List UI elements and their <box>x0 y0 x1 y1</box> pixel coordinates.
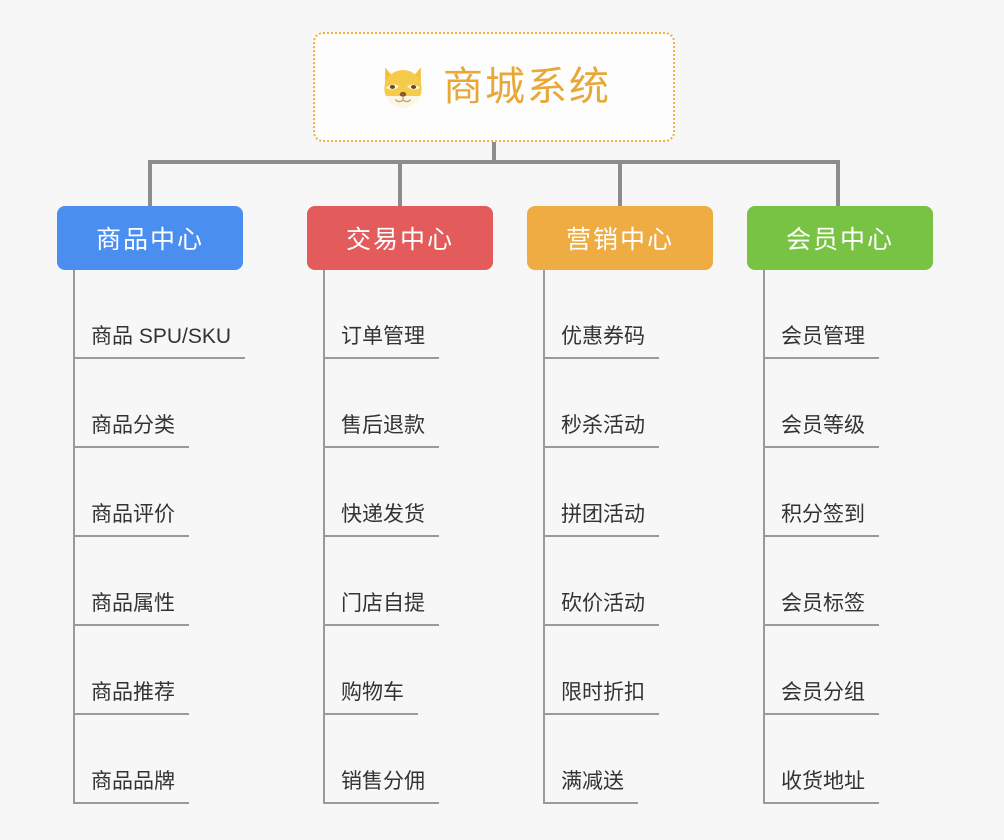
leaf-label: 优惠券码 <box>543 324 659 359</box>
connector-root-stem <box>492 142 496 164</box>
dog-face-icon <box>377 61 429 113</box>
branch-header-label-2: 交易中心 <box>345 226 454 254</box>
leaf-item[interactable]: 商品 SPU/SKU <box>73 270 246 359</box>
leaf-item[interactable]: 门店自提 <box>323 537 493 626</box>
branch-header-1[interactable]: 商品中心 <box>57 206 243 270</box>
leaf-label: 快递发货 <box>323 502 439 537</box>
leaf-item[interactable]: 售后退款 <box>323 359 493 448</box>
leaf-item[interactable]: 销售分佣 <box>323 715 493 804</box>
leaf-label: 销售分佣 <box>323 769 439 804</box>
branch-header-label-1: 商品中心 <box>95 226 204 254</box>
leaf-item[interactable]: 商品评价 <box>73 448 243 537</box>
leaf-label: 拼团活动 <box>543 502 659 537</box>
leaf-label: 收货地址 <box>763 769 879 804</box>
connector-drop-3 <box>618 160 622 208</box>
leaf-item[interactable]: 会员分组 <box>763 626 933 715</box>
leaf-item[interactable]: 商品品牌 <box>73 715 243 804</box>
connector-drop-4 <box>836 160 840 208</box>
leaf-label: 商品品牌 <box>73 769 189 804</box>
leaf-label: 订单管理 <box>323 324 439 359</box>
leaf-item[interactable]: 商品推荐 <box>73 626 243 715</box>
branch-column-4: 会员中心 会员管理 会员等级 积分签到 会员标签 会员分组 收货地址 <box>747 206 933 804</box>
leaf-item[interactable]: 收货地址 <box>763 715 933 804</box>
leaf-item[interactable]: 秒杀活动 <box>543 359 713 448</box>
leaf-list-3: 优惠券码 秒杀活动 拼团活动 砍价活动 限时折扣 满减送 <box>543 270 713 804</box>
leaf-item[interactable]: 满减送 <box>543 715 713 804</box>
leaf-label: 门店自提 <box>323 591 439 626</box>
connector-drop-1 <box>148 160 152 208</box>
leaf-spine-3 <box>543 270 545 804</box>
leaf-label: 会员等级 <box>763 413 879 448</box>
leaf-spine-2 <box>323 270 325 804</box>
leaf-spine-4 <box>763 270 765 804</box>
branch-column-2: 交易中心 订单管理 售后退款 快递发货 门店自提 购物车 销售分佣 <box>307 206 493 804</box>
leaf-item[interactable]: 订单管理 <box>323 270 493 359</box>
leaf-label: 积分签到 <box>763 502 879 537</box>
leaf-label: 会员分组 <box>763 680 879 715</box>
leaf-list-2: 订单管理 售后退款 快递发货 门店自提 购物车 销售分佣 <box>323 270 493 804</box>
root-title: 商城系统 <box>443 65 611 109</box>
root-node[interactable]: 商城系统 <box>313 32 675 142</box>
leaf-item[interactable]: 优惠券码 <box>543 270 713 359</box>
leaf-label: 商品评价 <box>73 502 189 537</box>
leaf-label: 售后退款 <box>323 413 439 448</box>
leaf-item[interactable]: 商品分类 <box>73 359 243 448</box>
leaf-label: 商品分类 <box>73 413 189 448</box>
branch-header-3[interactable]: 营销中心 <box>527 206 713 270</box>
leaf-label: 砍价活动 <box>543 591 659 626</box>
branch-column-1: 商品中心 商品 SPU/SKU 商品分类 商品评价 商品属性 商品推荐 商品品牌 <box>57 206 246 804</box>
leaf-label: 限时折扣 <box>543 680 659 715</box>
leaf-item[interactable]: 商品属性 <box>73 537 243 626</box>
leaf-label: 购物车 <box>323 680 418 715</box>
branch-header-2[interactable]: 交易中心 <box>307 206 493 270</box>
leaf-item[interactable]: 限时折扣 <box>543 626 713 715</box>
branch-column-3: 营销中心 优惠券码 秒杀活动 拼团活动 砍价活动 限时折扣 满减送 <box>527 206 713 804</box>
leaf-list-4: 会员管理 会员等级 积分签到 会员标签 会员分组 收货地址 <box>763 270 933 804</box>
leaf-list-1: 商品 SPU/SKU 商品分类 商品评价 商品属性 商品推荐 商品品牌 <box>73 270 246 804</box>
leaf-label: 会员标签 <box>763 591 879 626</box>
leaf-item[interactable]: 积分签到 <box>763 448 933 537</box>
leaf-label: 商品推荐 <box>73 680 189 715</box>
branch-header-4[interactable]: 会员中心 <box>747 206 933 270</box>
leaf-item[interactable]: 拼团活动 <box>543 448 713 537</box>
branch-header-label-4: 会员中心 <box>785 226 894 254</box>
leaf-item[interactable]: 会员管理 <box>763 270 933 359</box>
leaf-item[interactable]: 快递发货 <box>323 448 493 537</box>
branch-header-label-3: 营销中心 <box>565 226 674 254</box>
leaf-label: 商品属性 <box>73 591 189 626</box>
leaf-item[interactable]: 砍价活动 <box>543 537 713 626</box>
connector-drop-2 <box>398 160 402 208</box>
leaf-label: 满减送 <box>543 769 638 804</box>
leaf-label: 会员管理 <box>763 324 879 359</box>
leaf-label: 秒杀活动 <box>543 413 659 448</box>
leaf-label: 商品 SPU/SKU <box>73 324 246 359</box>
leaf-item[interactable]: 会员等级 <box>763 359 933 448</box>
leaf-item[interactable]: 购物车 <box>323 626 493 715</box>
connector-horizontal-bus <box>148 160 840 164</box>
leaf-item[interactable]: 会员标签 <box>763 537 933 626</box>
leaf-spine-1 <box>73 270 75 804</box>
